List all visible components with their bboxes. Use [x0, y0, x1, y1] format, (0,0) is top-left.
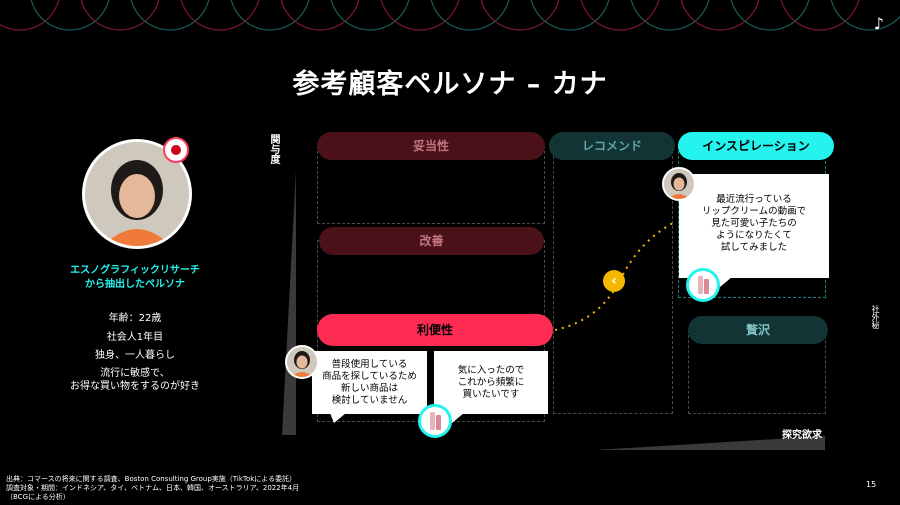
- quote-line: 最近流行っている: [716, 194, 792, 205]
- journey-arrow-icon: ‹: [603, 270, 625, 292]
- confidential-label: 社外秘: [871, 305, 880, 329]
- quote-line: これから頻繁に: [457, 377, 525, 388]
- quote-line: 気に入ったので: [457, 365, 525, 376]
- x-axis-label: 探究欲求: [782, 430, 822, 441]
- quadrant-kaizen: 改善: [319, 227, 544, 255]
- persona-age: 年齢：22歳: [108, 313, 162, 324]
- page-title: 参考顧客ペルソナ – カナ: [292, 69, 608, 100]
- header-pattern: [0, 0, 900, 31]
- quote-bubble-current-products: 普段使用している 商品を探しているため 新しい商品は 検討していません: [312, 351, 427, 414]
- quote-line: 試してみました: [720, 242, 788, 253]
- footnote-line: （BCGによる分析）: [6, 493, 70, 501]
- persona-avatar: [82, 139, 192, 249]
- tiktok-note-icon: ♪: [873, 14, 884, 33]
- trait-line: お得な買い物をするのが好き: [70, 381, 200, 392]
- quadrant-zeitaku: 贅沢: [688, 316, 828, 344]
- persona-job: 社会人1年目: [106, 332, 164, 343]
- source-label-line: エスノグラフィックリサーチ: [70, 265, 200, 276]
- japan-flag-icon: [163, 137, 189, 163]
- lip-balm-product-icon: [686, 268, 720, 302]
- quote-line: リップクリームの動画で: [701, 206, 807, 217]
- y-axis-wedge: [282, 170, 296, 435]
- source-footnote: 出典：コマースの将来に関する調査、Boston Consulting Group…: [6, 475, 299, 502]
- quote-line: 普段使用している: [331, 359, 408, 370]
- persona-source-label: エスノグラフィックリサーチ から抽出したペルソナ: [40, 264, 230, 292]
- footnote-line: 出典：コマースの将来に関する調査、Boston Consulting Group…: [6, 475, 297, 483]
- lip-balm-product-icon: [418, 404, 452, 438]
- quadrant-datousei: 妥当性: [317, 132, 545, 160]
- source-label-line: から抽出したペルソナ: [85, 279, 185, 290]
- quote-line: 買いたいです: [462, 389, 520, 400]
- quote-line: 商品を探しているため: [322, 371, 417, 382]
- quote-line: 見た可愛い子たちの: [711, 218, 797, 229]
- bubble-tail: [716, 277, 732, 287]
- y-axis-label: 関与度: [268, 134, 279, 164]
- persona-trait: 流行に敏感で、 お得な買い物をするのが好き: [40, 367, 230, 393]
- persona-living: 独身、一人暮らし: [95, 350, 175, 361]
- bubble-tail: [330, 413, 346, 423]
- quote-bubble-buy-often: 気に入ったので これから頻繁に 買いたいです: [434, 351, 548, 414]
- quadrant-ribensei: 利便性: [317, 314, 553, 346]
- persona-avatar-small: [662, 167, 696, 201]
- trait-line: 流行に敏感で、: [100, 368, 170, 379]
- footnote-line: 調査対象・期間：インドネシア、タイ、ベトナム、日本、韓国、オーストラリア、202…: [6, 484, 300, 492]
- quadrant-inspiration: インスピレーション: [678, 132, 834, 160]
- quadrant-recommend: レコメンド: [549, 132, 675, 160]
- quote-bubble-trend-video: 最近流行っている リップクリームの動画で 見た可愛い子たちの ようになりたくて …: [679, 174, 829, 278]
- quote-line: 新しい商品は: [340, 383, 398, 394]
- quote-line: 検討していません: [331, 395, 408, 406]
- quote-line: ようになりたくて: [716, 230, 792, 241]
- persona-avatar-small: [285, 345, 319, 379]
- x-axis-wedge: [595, 436, 825, 450]
- bubble-tail: [448, 413, 464, 423]
- page-number: 15: [866, 480, 877, 489]
